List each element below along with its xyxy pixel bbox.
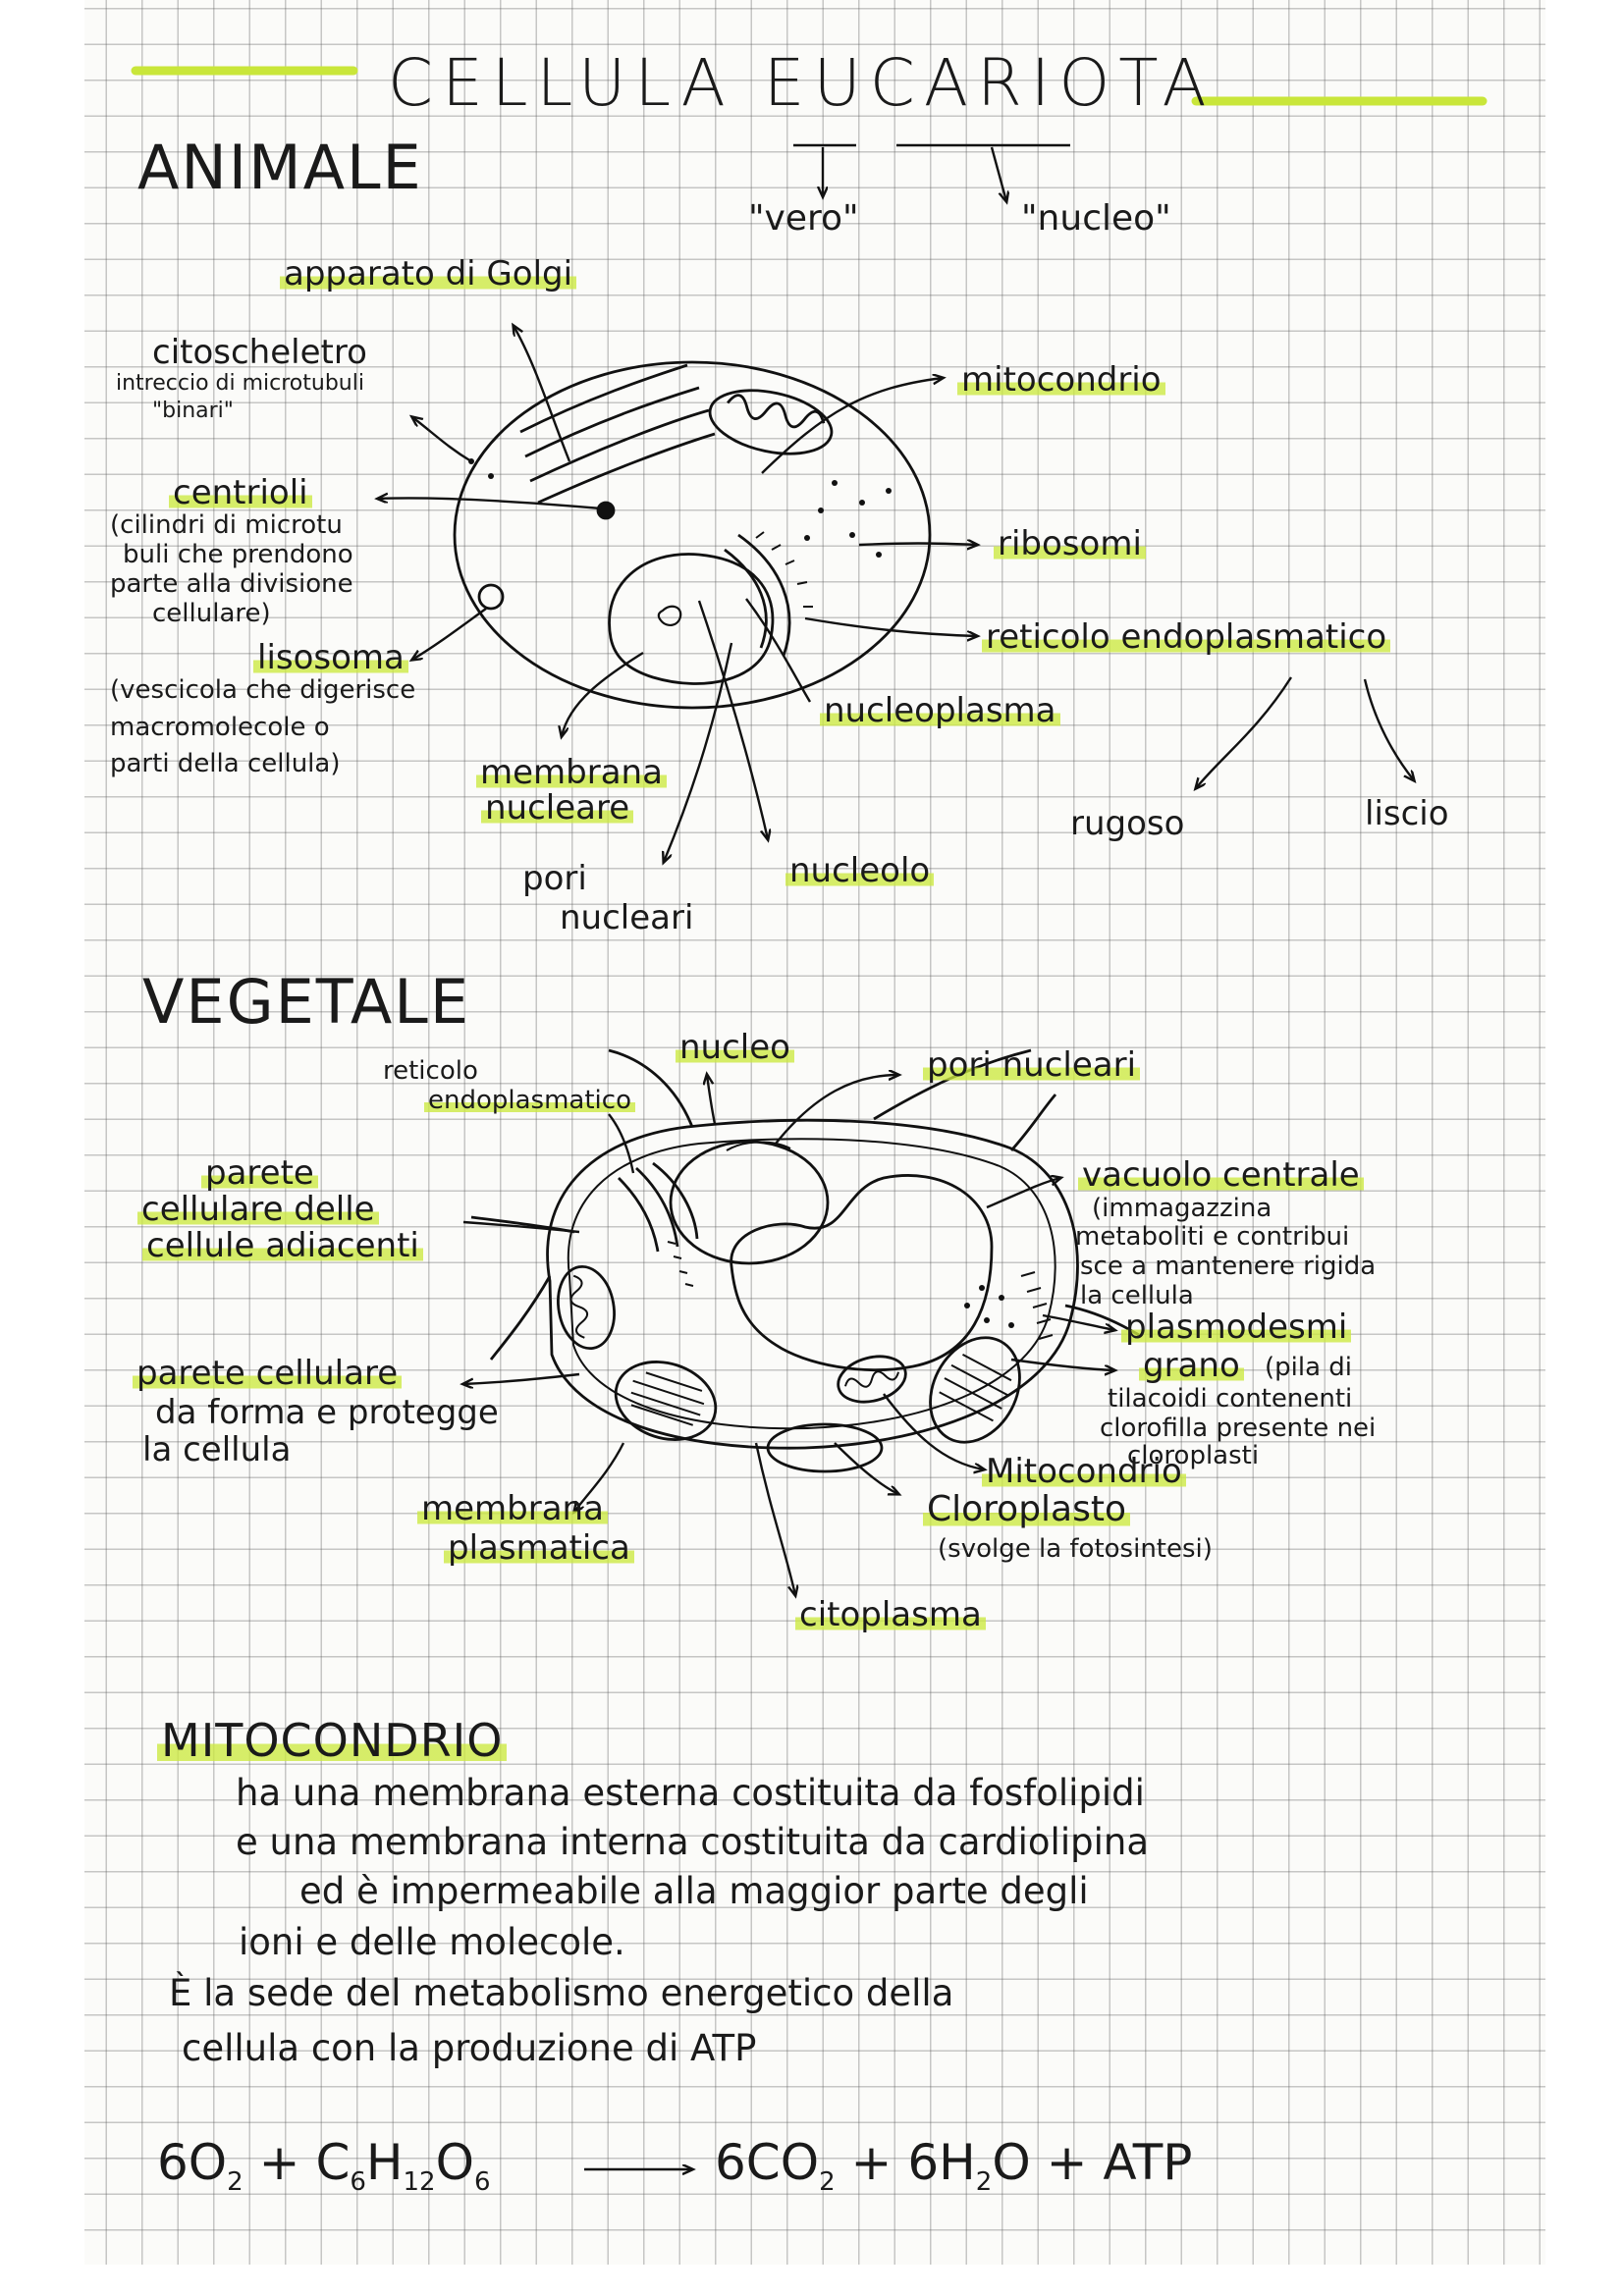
note-centrioli-1: (cilindri di microtu	[110, 512, 343, 538]
text-line-2: e una membrana interna costituita da car…	[236, 1824, 1149, 1860]
equation-products: 6CO2 + 6H2O + ATP	[715, 2138, 1192, 2195]
note-lisosoma-2: macromolecole o	[110, 715, 330, 740]
page-title: CELLULA EUCARIOTA	[388, 51, 1216, 116]
equation-reactant-2-c: C	[315, 2134, 350, 2191]
label-parete-cellulare: parete cellulare	[133, 1357, 402, 1390]
text-line-1: ha una membrana esterna costituita da fo…	[236, 1775, 1145, 1811]
note-parete-cellulare-1: da forma e protegge	[155, 1396, 499, 1429]
label-mitocondrio-vegetale: Mitocondrio	[982, 1455, 1186, 1488]
label-membrana-plasmatica-2: plasmatica	[444, 1531, 634, 1565]
label-cloroplasto: Cloroplasto	[923, 1492, 1130, 1527]
note-vacuolo-4: la cellula	[1080, 1283, 1194, 1308]
label-reticolo-endoplasmatico-vegetale-1: reticolo	[383, 1058, 478, 1084]
equation-reactant-2-o: O	[436, 2134, 474, 2191]
note-citoscheletro-2: "binari"	[152, 400, 234, 422]
label-vacuolo-centrale: vacuolo centrale	[1078, 1158, 1364, 1192]
text-line-6: cellula con la produzione di ATP	[182, 2030, 756, 2066]
animal-cell	[455, 362, 930, 708]
note-lisosoma-1: (vescicola che digerisce	[110, 677, 415, 703]
label-grano: grano	[1139, 1349, 1244, 1382]
label-apparato-golgi: apparato di Golgi	[280, 257, 576, 291]
note-lisosoma-3: parti della cellula)	[110, 751, 340, 776]
equation-plus-2: +	[851, 2134, 893, 2191]
label-ribosomi: ribosomi	[994, 527, 1146, 561]
label-reticolo-endoplasmatico: reticolo endoplasmatico	[982, 620, 1390, 654]
text-line-5: È la sede del metabolismo energetico del…	[169, 1975, 953, 2011]
equation-product-2-h-sub: 2	[976, 2167, 993, 2197]
equation-reactant-1-sub: 2	[227, 2167, 244, 2197]
label-pori-nucleari-vegetale: pori nucleari	[923, 1048, 1140, 1082]
etymology-vero: "vero"	[748, 201, 859, 237]
note-vacuolo-3: sce a mantenere rigida	[1080, 1254, 1376, 1279]
note-vacuolo-2: metaboliti e contribui	[1075, 1224, 1349, 1250]
note-parete-cellulare-2: la cellula	[142, 1433, 291, 1467]
note-grano-1: (pila di	[1265, 1355, 1352, 1380]
etymology-nucleo: "nucleo"	[1021, 201, 1171, 237]
equation-reactant-2-h-sub: 12	[404, 2167, 436, 2197]
label-citoscheletro: citoscheletro	[152, 336, 367, 369]
label-centrioli: centrioli	[169, 476, 312, 509]
equation-reactants: 6O2 + C6H12O6	[157, 2138, 491, 2195]
note-vacuolo-1: (immagazzina	[1092, 1196, 1272, 1221]
equation-reactant-2-c-sub: 6	[350, 2167, 366, 2197]
equation-product-3: ATP	[1103, 2134, 1192, 2191]
label-pori-nucleari-2: nucleari	[560, 901, 693, 934]
equation-reactant-1: 6O	[157, 2134, 227, 2191]
etymology-arrows	[793, 145, 1070, 201]
note-cloroplasto: (svolge la fotosintesi)	[938, 1536, 1213, 1562]
equation-product-1: 6CO	[715, 2134, 819, 2191]
text-line-4: ioni e delle molecole.	[239, 1924, 625, 1960]
label-pori-nucleari-1: pori	[522, 862, 587, 895]
equation-product-1-sub: 2	[819, 2167, 836, 2197]
text-line-3: ed è impermeabile alla maggior parte deg…	[299, 1873, 1089, 1909]
equation-reactant-2-o-sub: 6	[474, 2167, 491, 2197]
equation-plus-3: +	[1047, 2134, 1088, 2191]
label-membrana-nucleare-2: nucleare	[481, 791, 633, 825]
equation-product-2-o: O	[992, 2134, 1030, 2191]
label-nucleolo: nucleolo	[785, 854, 934, 887]
note-citoscheletro-1: intreccio di microtubuli	[116, 373, 364, 395]
label-citoplasma: citoplasma	[795, 1598, 986, 1631]
label-membrana-plasmatica-1: membrana	[417, 1492, 608, 1525]
label-liscio: liscio	[1365, 797, 1449, 830]
equation-reactant-2-h: H	[366, 2134, 404, 2191]
label-plasmodesmi: plasmodesmi	[1121, 1310, 1351, 1344]
label-nucleo-vegetale: nucleo	[676, 1031, 794, 1064]
section-heading-animale: ANIMALE	[137, 137, 423, 198]
label-parete-adiacenti-2: cellulare delle	[137, 1193, 379, 1226]
note-centrioli-4: cellulare)	[152, 601, 271, 626]
label-rugoso: rugoso	[1070, 807, 1184, 840]
label-reticolo-endoplasmatico-vegetale-2: endoplasmatico	[424, 1088, 635, 1113]
equation-plus-1: +	[259, 2134, 300, 2191]
label-parete-adiacenti-1: parete	[201, 1156, 318, 1190]
label-mitocondrio-animale: mitocondrio	[957, 363, 1165, 397]
note-centrioli-2: buli che prendono	[123, 542, 353, 567]
note-grano-2: tilacoidi contenenti	[1108, 1386, 1352, 1412]
label-parete-adiacenti-3: cellule adiacenti	[142, 1229, 423, 1262]
section-heading-mitocondrio: MITOCONDRIO	[157, 1718, 507, 1763]
label-nucleoplasma: nucleoplasma	[820, 694, 1060, 727]
note-grano-3: clorofilla presente nei	[1100, 1415, 1376, 1441]
label-membrana-nucleare-1: membrana	[476, 756, 667, 789]
note-centrioli-3: parte alla divisione	[110, 571, 353, 597]
equation-product-2-h: 6H	[907, 2134, 975, 2191]
section-heading-vegetale: VEGETALE	[142, 972, 470, 1033]
label-lisosoma: lisosoma	[253, 641, 408, 674]
